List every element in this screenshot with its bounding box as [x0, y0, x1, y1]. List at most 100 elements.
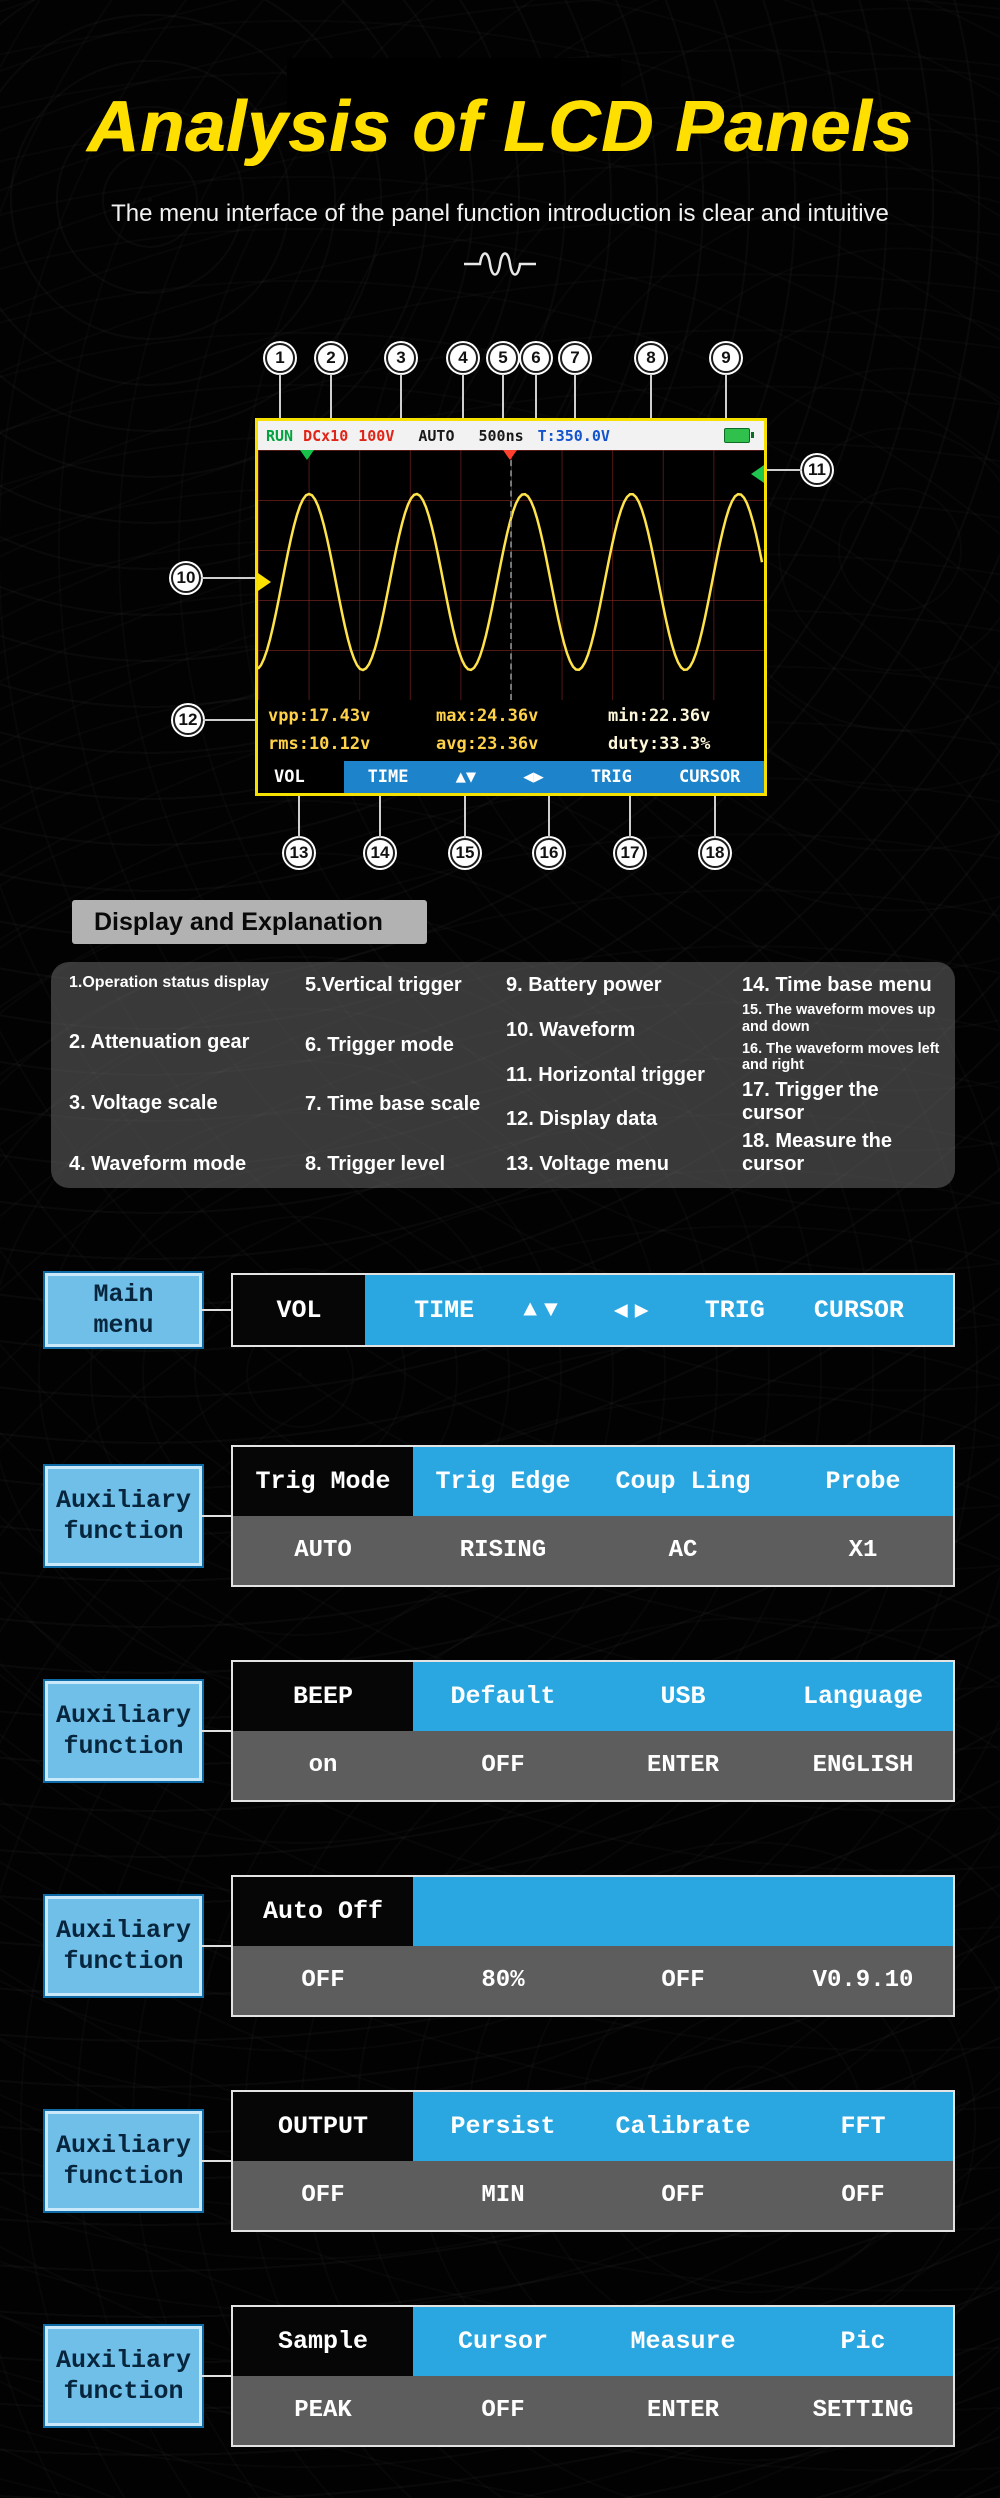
menu-item: Calibrate	[615, 2112, 751, 2141]
callout-6: 6	[521, 343, 551, 373]
left-right-arrows-icon: ◀▶	[523, 767, 544, 787]
callout-line	[714, 796, 716, 838]
explanation-item: 6. Trigger mode	[304, 1033, 454, 1056]
explanation-item: 9. Battery power	[505, 974, 662, 996]
menu-value: ENGLISH	[812, 1752, 914, 1779]
callout-line	[502, 374, 504, 418]
up-down-arrows-icon: ▲▼	[455, 767, 477, 787]
menu-row: Auto Off	[233, 1877, 953, 1946]
lcd-menu-trig: TRIG	[590, 767, 632, 787]
menu-head: Auto Off	[233, 1877, 413, 1946]
page-title: Analysis of LCD Panels	[86, 87, 914, 167]
measure-avg: avg:23.36v	[436, 734, 539, 754]
menu-value: OFF	[301, 1967, 345, 1994]
explanation-item: 16. The waveform moves left and right	[741, 1040, 940, 1074]
menu-item: TIME	[414, 1295, 475, 1325]
callout-2: 2	[316, 343, 346, 373]
menu-items: Persist Calibrate FFT	[413, 2092, 953, 2161]
callout-3: 3	[386, 343, 416, 373]
callout-16: 16	[534, 838, 564, 868]
vertical-trigger-marker-icon	[300, 450, 314, 460]
callout-9: 9	[711, 343, 741, 373]
callout-line	[462, 374, 464, 418]
title-backdrop	[287, 58, 621, 140]
menu-value: AUTO	[294, 1537, 352, 1564]
explanation-item: 8. Trigger level	[304, 1152, 446, 1175]
menu-value: RISING	[459, 1537, 547, 1564]
explanation-item: 11. Horizontal trigger	[505, 1063, 705, 1086]
explanation-item: 3. Voltage scale	[69, 1091, 218, 1114]
waveform-display	[258, 450, 764, 700]
menu-value: PEAK	[294, 2397, 352, 2424]
menu-value: OFF	[481, 2397, 525, 2424]
lcd-menu-cursor: CURSOR	[679, 767, 741, 787]
connector-line	[202, 1309, 231, 1311]
measure-rms: rms:10.12v	[268, 734, 371, 754]
menu-item: Language	[802, 1682, 923, 1711]
connector-line	[202, 1515, 231, 1517]
main-menu-label: Main menu	[45, 1273, 202, 1347]
lcd-panel: RUN DCx10 100V AUTO 500ns T:350.0V vpp:1…	[255, 418, 767, 796]
menu-value: OFF	[841, 2182, 885, 2209]
menu-head: Trig Mode	[233, 1447, 413, 1516]
explanation-item: 13. Voltage menu	[505, 1153, 669, 1175]
status-mode: AUTO	[418, 426, 455, 445]
menu-item: CURSOR	[813, 1295, 904, 1325]
status-run: RUN	[266, 426, 294, 445]
callout-7: 7	[560, 343, 590, 373]
menu-value: OFF	[301, 2182, 345, 2209]
battery-icon	[724, 428, 754, 443]
menu-item: Default	[450, 1682, 556, 1711]
horizontal-trigger-arrow-icon	[751, 465, 764, 483]
connector-line	[202, 1730, 231, 1732]
explanation-header: Display and Explanation	[72, 900, 427, 944]
callout-line	[574, 374, 576, 418]
callout-14: 14	[365, 838, 395, 868]
explanation-item: 17. Trigger the cursor	[741, 1078, 879, 1124]
status-voltage-scale: 100V	[358, 426, 395, 445]
menu-item: Coup Ling	[615, 1467, 751, 1496]
callout-line	[379, 796, 381, 838]
auxiliary-function-label: Auxiliary function	[45, 2111, 202, 2211]
menu-item: Persist	[450, 2112, 556, 2141]
callout-line	[203, 719, 255, 721]
callout-line	[535, 374, 537, 418]
explanation-item: 18. Measure the cursor	[741, 1130, 893, 1175]
menu-value: on	[308, 1752, 338, 1779]
measure-vpp: vpp:17.43v	[268, 706, 371, 726]
menu-head: VOL	[233, 1275, 365, 1345]
callout-18: 18	[700, 838, 730, 868]
sine-wave-icon	[462, 244, 538, 289]
explanation-item: 7. Time base scale	[304, 1093, 481, 1116]
explanation-item: 14. Time base menu	[741, 974, 932, 996]
callout-8: 8	[636, 343, 666, 373]
status-timebase: 500ns	[478, 426, 524, 445]
callout-12: 12	[173, 705, 203, 735]
lcd-menu-blue-bar: TIME ▲▼ ◀▶ TRIG CURSOR	[344, 761, 764, 793]
trigger-position-line	[510, 450, 512, 700]
callout-line	[400, 374, 402, 418]
menu-item: FFT	[840, 2112, 886, 2141]
callout-line	[767, 469, 802, 471]
callout-line	[201, 577, 255, 579]
callout-line	[650, 374, 652, 418]
menu-value: X1	[848, 1537, 878, 1564]
connector-line	[202, 2160, 231, 2162]
menu-item: Pic	[840, 2327, 886, 2356]
explanation-item: 5.Vertical trigger	[304, 974, 462, 996]
lcd-menu-vol: VOL	[274, 767, 305, 787]
callout-1: 1	[265, 343, 295, 373]
up-down-arrows-icon: ▲▼	[523, 1297, 565, 1323]
menu-value: 80%	[481, 1967, 525, 1994]
